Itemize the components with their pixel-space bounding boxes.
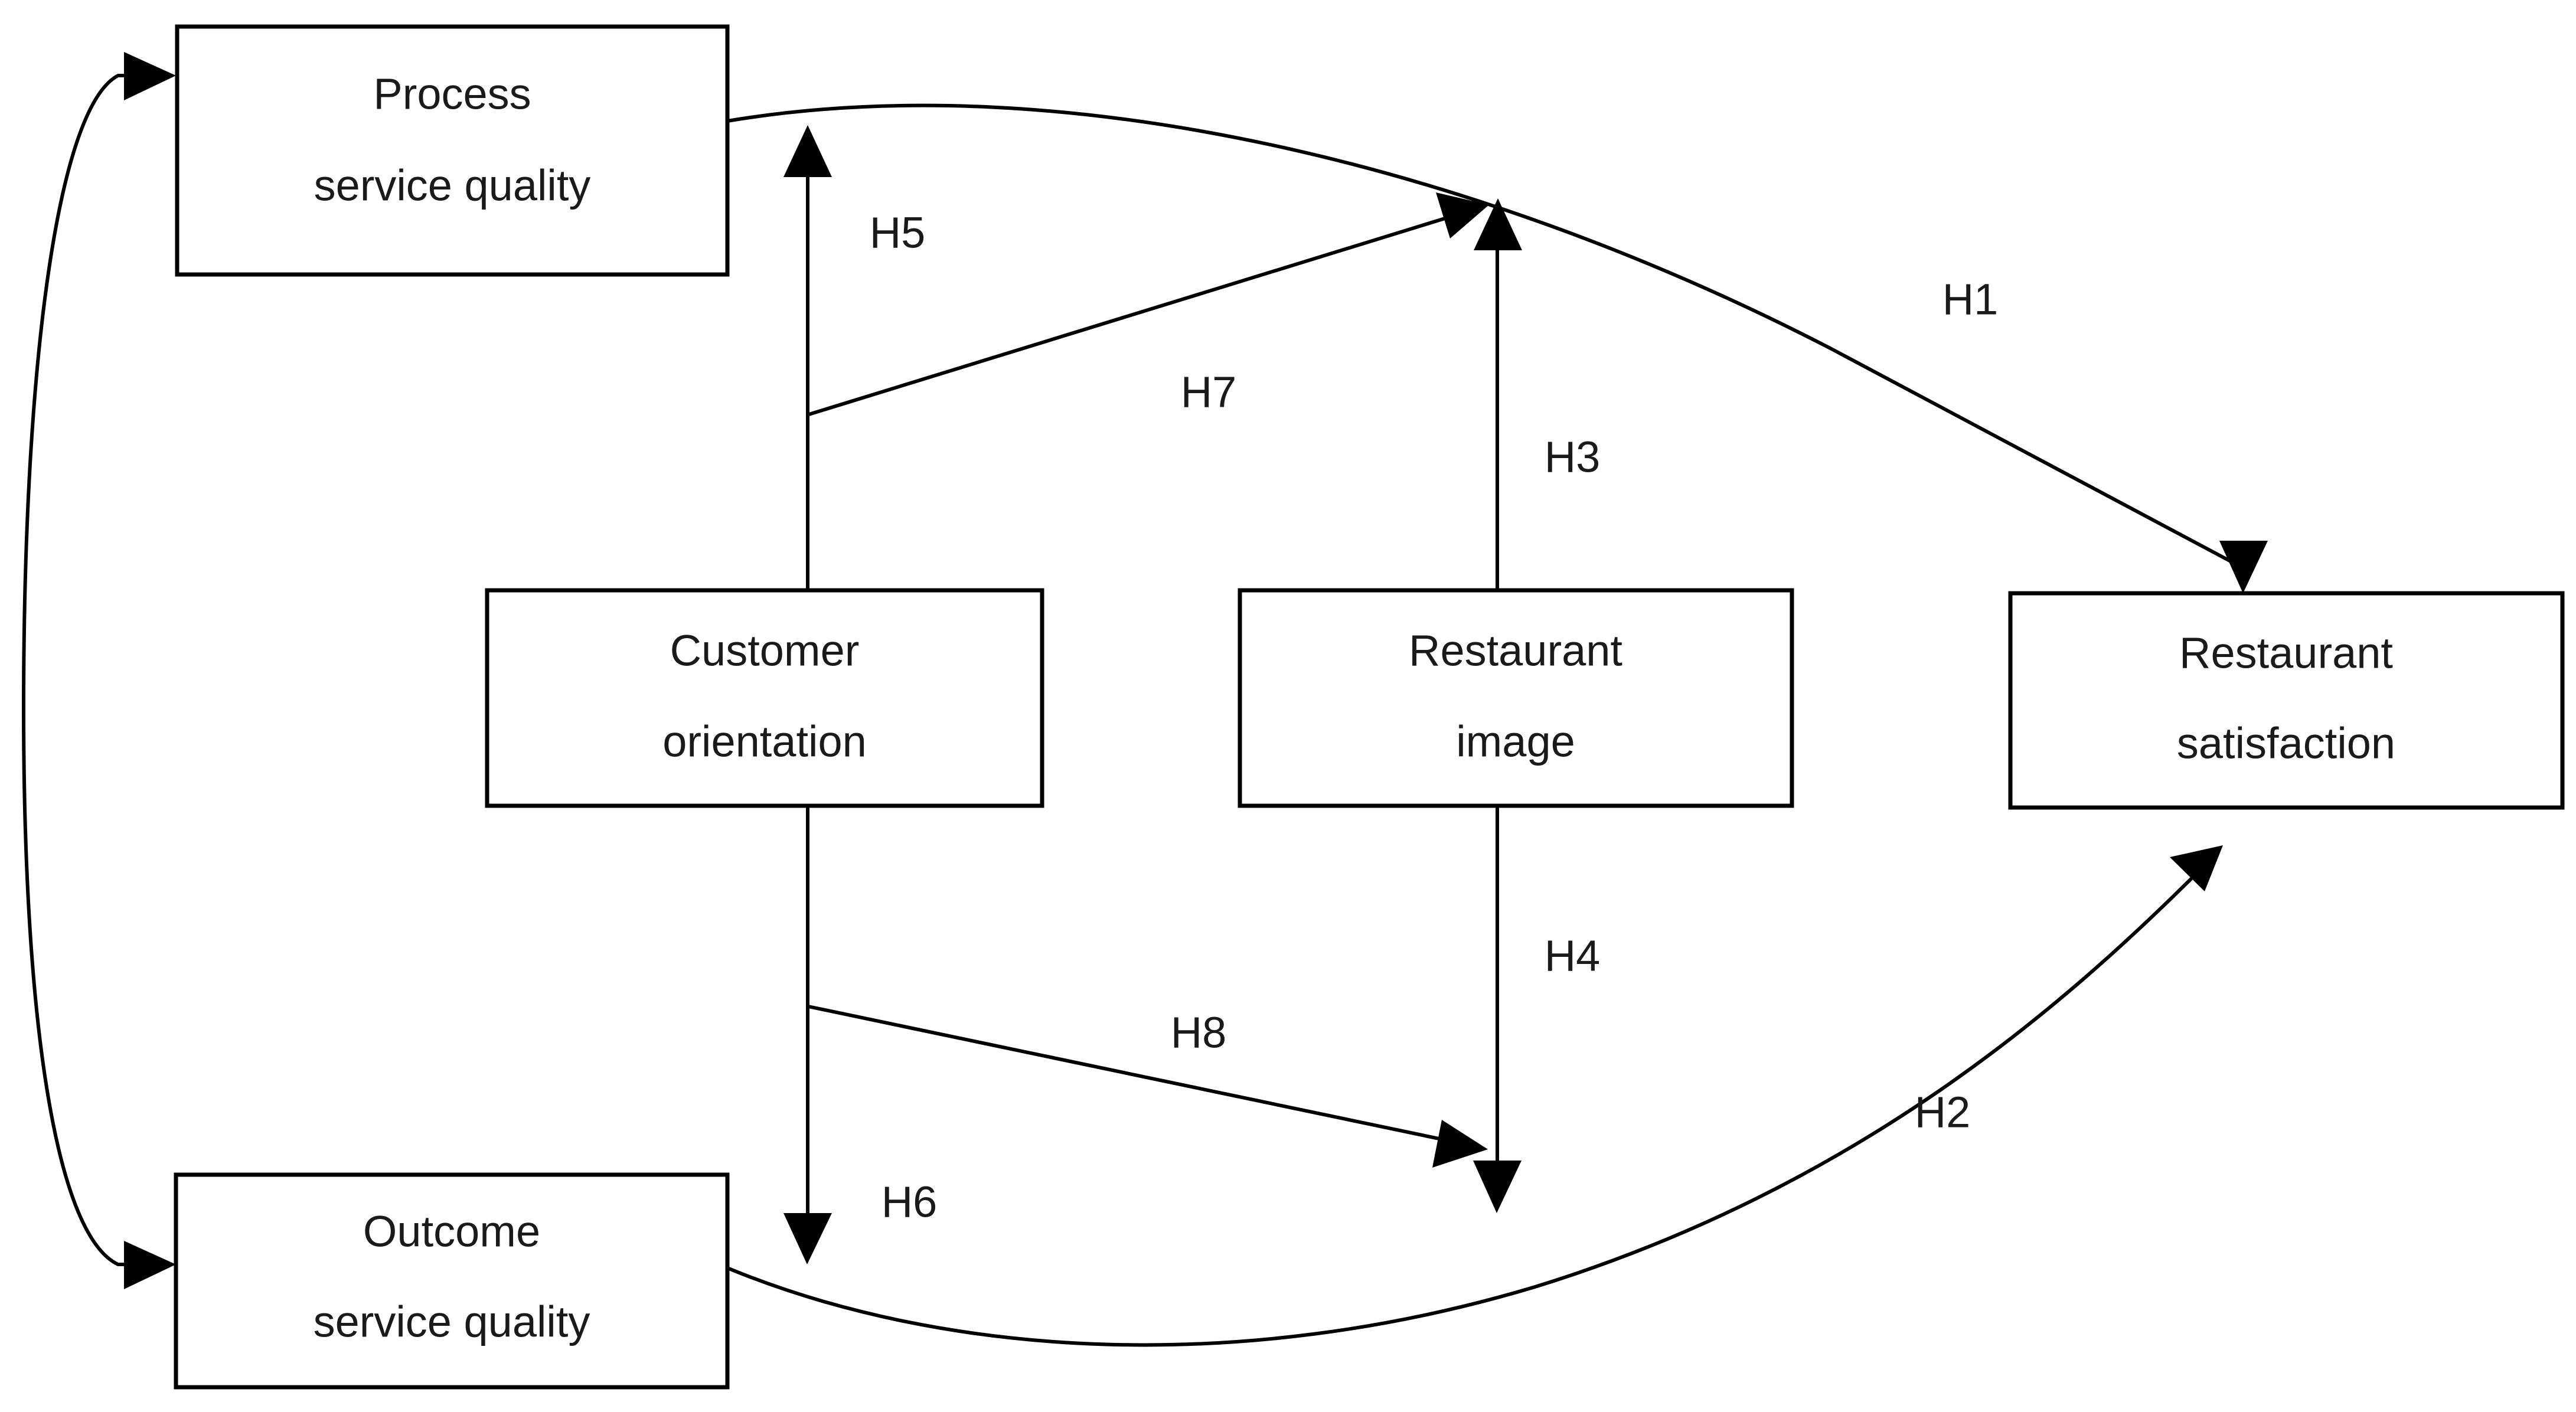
construct-label-line2: service quality: [314, 1297, 590, 1346]
construct-label-line1: Outcome: [363, 1207, 540, 1256]
construct-label-line1: Process: [373, 70, 531, 119]
edge-h2[interactable]: [726, 845, 2223, 1347]
construct-label-line2: orientation: [662, 717, 867, 766]
construct-customer-orientation[interactable]: Customer orientation: [485, 588, 1044, 808]
construct-restaurant-image[interactable]: Restaurant image: [1238, 588, 1794, 808]
construct-label-line1: Restaurant: [2179, 629, 2393, 678]
construct-process-service-quality[interactable]: Process service quality: [175, 24, 730, 277]
construct-label-line2: service quality: [314, 161, 591, 210]
edge-h8[interactable]: [808, 1005, 1488, 1168]
construct-restaurant-satisfaction[interactable]: Restaurant satisfaction: [2008, 591, 2565, 810]
construct-label-line1: Customer: [670, 626, 860, 675]
hypothesis-label-h8: H8: [1171, 1008, 1227, 1057]
edge-h1[interactable]: [727, 103, 2268, 593]
hypothesis-label-h4: H4: [1545, 931, 1601, 980]
edge-process-outcome-correlation[interactable]: [21, 52, 176, 1289]
construct-label-line1: Restaurant: [1409, 626, 1622, 675]
construct-layer: Process service quality Outcome service …: [174, 24, 2565, 1390]
hypothesis-label-h3: H3: [1545, 433, 1601, 482]
construct-label-line2: image: [1456, 717, 1575, 766]
edge-h7[interactable]: [808, 192, 1489, 416]
construct-label-line2: satisfaction: [2177, 719, 2395, 768]
hypothesis-label-h2: H2: [1915, 1088, 1971, 1137]
hypothesis-label-layer: H1 H2 H3 H4 H5 H6 H7 H8: [870, 208, 1999, 1227]
hypothesis-label-h1: H1: [1942, 275, 1999, 324]
hypothesis-label-h6: H6: [881, 1178, 938, 1227]
hypothesis-label-h5: H5: [870, 208, 926, 257]
construct-outcome-service-quality[interactable]: Outcome service quality: [174, 1172, 730, 1390]
edge-layer: [21, 52, 2268, 1347]
hypothesis-label-h7: H7: [1181, 368, 1237, 417]
